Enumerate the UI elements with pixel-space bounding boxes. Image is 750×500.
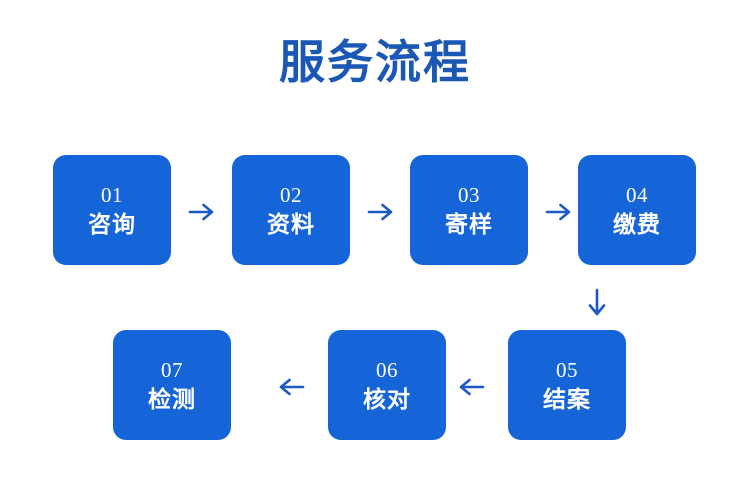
step-number: 05 bbox=[556, 358, 578, 383]
step-box-05[interactable]: 05 结案 bbox=[508, 330, 626, 440]
step-box-07[interactable]: 07 检测 bbox=[113, 330, 231, 440]
page-title: 服务流程 bbox=[279, 36, 471, 88]
arrow-right-icon bbox=[365, 198, 397, 226]
step-number: 03 bbox=[458, 183, 480, 208]
step-number: 06 bbox=[376, 358, 398, 383]
step-box-02[interactable]: 02 资料 bbox=[232, 155, 350, 265]
step-label: 缴费 bbox=[613, 210, 661, 237]
step-label: 资料 bbox=[267, 210, 315, 237]
step-box-06[interactable]: 06 核对 bbox=[328, 330, 446, 440]
step-box-04[interactable]: 04 缴费 bbox=[578, 155, 696, 265]
step-box-01[interactable]: 01 咨询 bbox=[53, 155, 171, 265]
step-box-03[interactable]: 03 寄样 bbox=[410, 155, 528, 265]
step-number: 02 bbox=[280, 183, 302, 208]
step-number: 07 bbox=[161, 358, 183, 383]
step-label: 检测 bbox=[148, 385, 196, 412]
step-label: 咨询 bbox=[88, 210, 136, 237]
arrow-right-icon bbox=[543, 198, 575, 226]
step-label: 核对 bbox=[363, 385, 411, 412]
step-number: 01 bbox=[101, 183, 123, 208]
step-label: 寄样 bbox=[445, 210, 493, 237]
step-number: 04 bbox=[626, 183, 648, 208]
arrow-right-icon bbox=[186, 198, 218, 226]
arrow-left-icon bbox=[275, 373, 307, 401]
arrow-left-icon bbox=[455, 373, 487, 401]
arrow-down-icon bbox=[581, 286, 613, 322]
step-label: 结案 bbox=[543, 385, 591, 412]
